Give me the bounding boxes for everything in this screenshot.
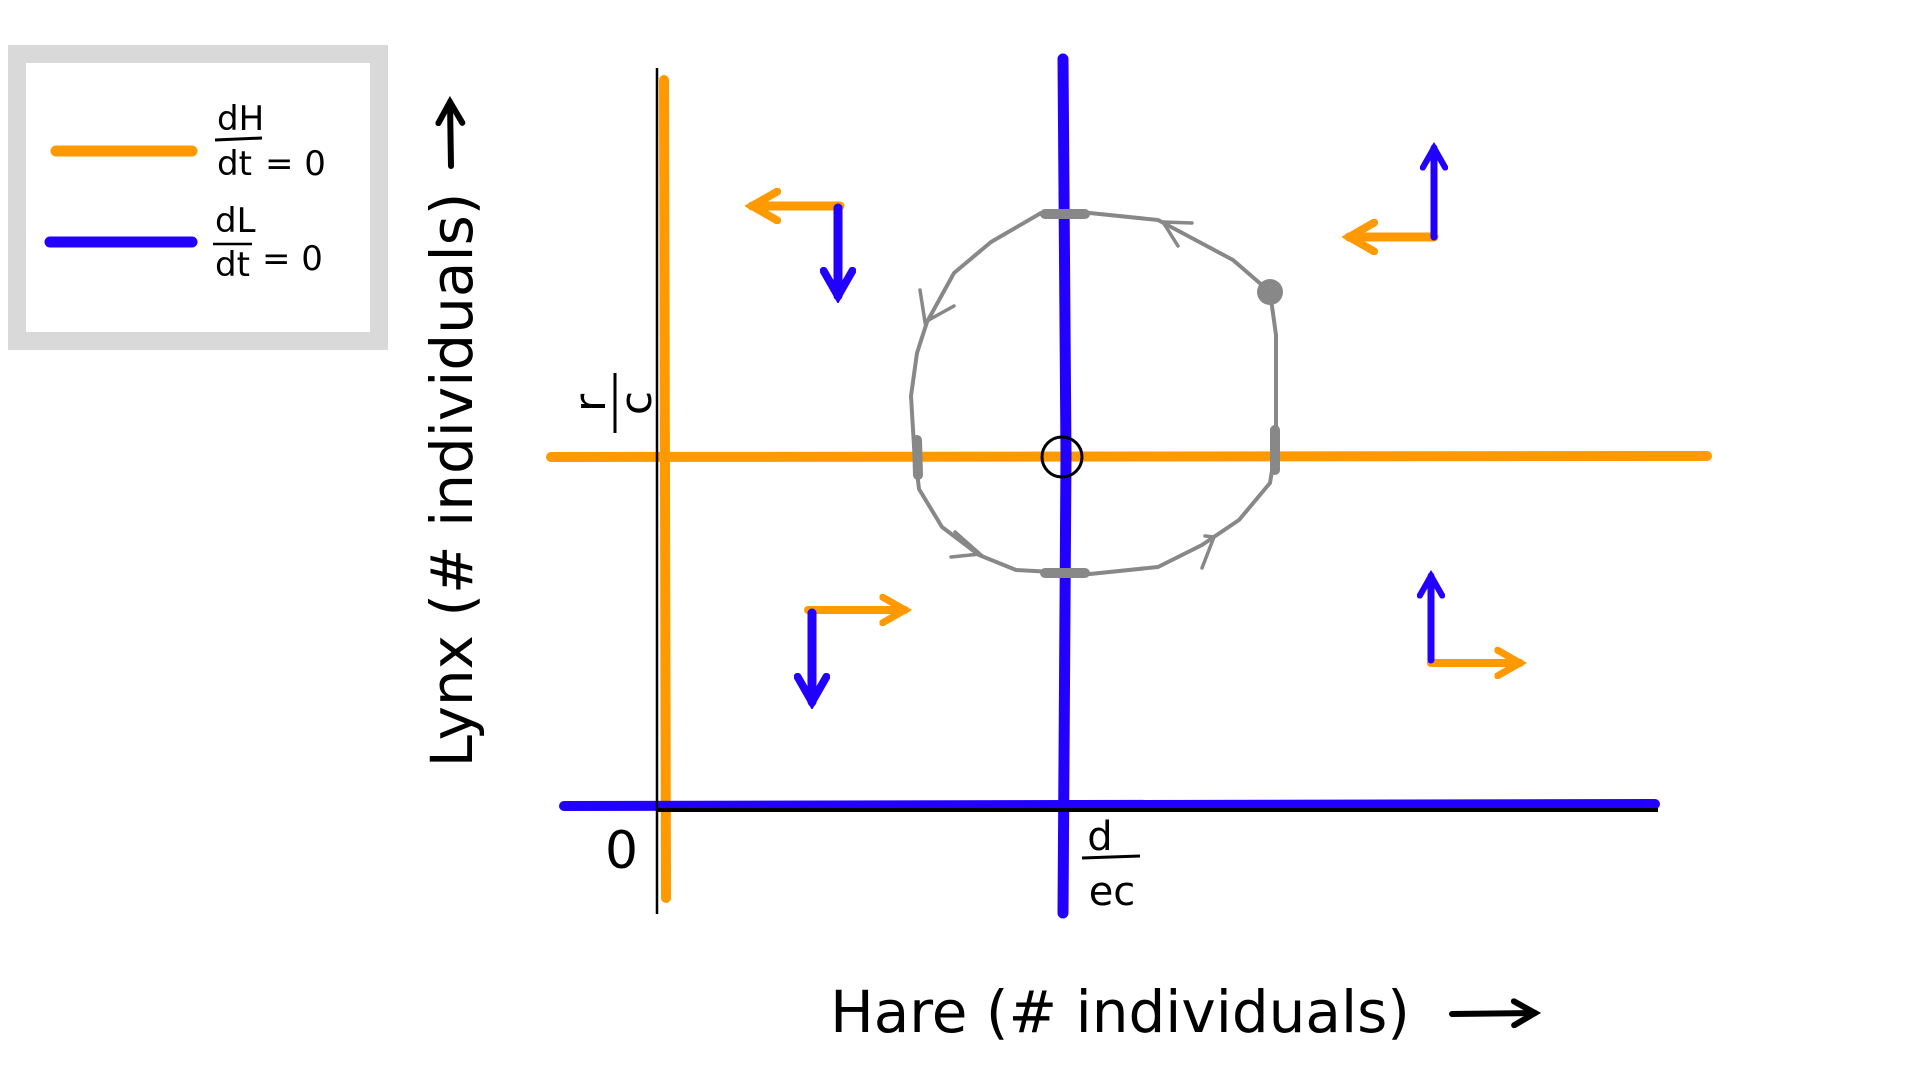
legend-lynx-num: dL	[215, 201, 256, 241]
legend-hare-den: dt	[217, 144, 252, 184]
legend-lynx-eq: = 0	[262, 239, 323, 279]
y-tick-den: c	[611, 391, 662, 415]
lynx-nullcline-vertical	[1057, 53, 1072, 919]
legend-hare-fraction-bar	[214, 136, 263, 142]
direction-arrows-bottom-right	[1431, 576, 1520, 663]
hare-nullcline-vertical	[659, 75, 671, 903]
cycle-crossing-marks	[912, 209, 1280, 578]
y-tick-r-over-c: r c	[565, 373, 662, 433]
legend: dH dt = 0 dL dt = 0	[8, 45, 388, 350]
legend-hare-eq: = 0	[265, 144, 326, 184]
initial-state-dot	[1257, 279, 1283, 305]
x-tick-den: ec	[1089, 869, 1136, 915]
legend-border	[8, 45, 388, 350]
origin-label: 0	[605, 821, 638, 881]
y-axis-arrow-icon	[435, 95, 466, 169]
x-tick-d-over-ec: d ec	[1081, 814, 1141, 915]
x-axis-arrow-icon	[1449, 998, 1542, 1029]
hare-nullcline-horizontal	[546, 451, 1712, 462]
direction-arrows-top-left	[752, 206, 840, 296]
lynx-nullcline-horizontal	[559, 799, 1660, 811]
y-axis-title: Lynx (# individuals)	[418, 193, 486, 768]
legend-hare-num: dH	[217, 99, 264, 139]
y-tick-num: r	[565, 393, 616, 412]
cycle-direction-arrows	[918, 220, 1217, 570]
equilibrium-point	[1040, 435, 1084, 479]
limit-cycle	[909, 210, 1278, 576]
x-tick-num: d	[1087, 814, 1112, 860]
legend-lynx-den: dt	[215, 245, 250, 285]
direction-arrows-top-right	[1349, 148, 1434, 237]
direction-arrows-bottom-left	[808, 610, 905, 702]
x-axis-title: Hare (# individuals)	[830, 978, 1410, 1046]
